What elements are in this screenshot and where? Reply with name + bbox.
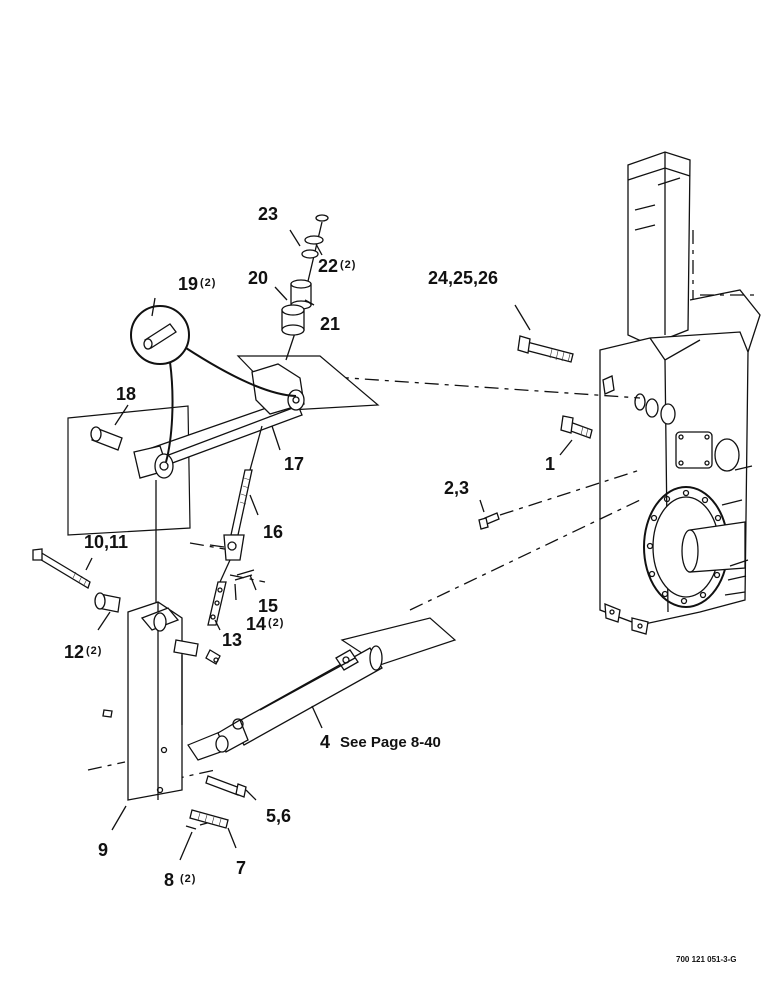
callout-14: 14 bbox=[246, 614, 266, 634]
callout-22: 22 bbox=[318, 256, 338, 276]
callout-17: 17 bbox=[284, 454, 304, 474]
callout-4-note: See Page 8-40 bbox=[340, 734, 441, 751]
callout-9: 9 bbox=[98, 840, 108, 860]
leader-lines bbox=[85, 229, 573, 861]
callout-10-11: 10,11 bbox=[84, 532, 128, 552]
callout-23: 23 bbox=[258, 204, 278, 224]
callout-16: 16 bbox=[263, 522, 283, 542]
callout-14-qty: (2) bbox=[268, 617, 284, 629]
callout-21: 21 bbox=[320, 314, 340, 334]
callout-7: 7 bbox=[236, 858, 246, 878]
callout-24-25-26: 24,25,26 bbox=[428, 268, 498, 288]
hydraulic-cylinder bbox=[187, 617, 457, 761]
callout-18: 18 bbox=[116, 384, 136, 404]
bolt-10-11 bbox=[32, 548, 91, 589]
callout-4: 4 bbox=[320, 732, 330, 752]
bellcrank-shaft bbox=[67, 355, 380, 536]
callout-12-qty: (2) bbox=[86, 645, 102, 657]
callout-1: 1 bbox=[545, 454, 555, 474]
bolt-2-3 bbox=[478, 512, 500, 530]
callout-2-3: 2,3 bbox=[444, 478, 469, 498]
callout-8-qty: (2) bbox=[180, 873, 196, 885]
pin-14-15 bbox=[234, 569, 255, 581]
callouts: 23 22 (2) 19 (2) 20 21 24,25,26 18 17 1 … bbox=[64, 204, 737, 964]
bolt-24-25-26 bbox=[517, 335, 574, 363]
callout-19-qty: (2) bbox=[200, 277, 216, 289]
adjusting-rod bbox=[209, 469, 253, 561]
callout-5-6: 5,6 bbox=[266, 806, 291, 826]
callout-13: 13 bbox=[222, 630, 242, 650]
callout-15: 15 bbox=[258, 596, 278, 616]
drawing-number: 700 121 051-3-G bbox=[676, 955, 737, 964]
callout-8: 8 bbox=[164, 870, 174, 890]
frame-gearbox-assembly bbox=[599, 151, 761, 635]
detail-circle-19 bbox=[130, 305, 297, 463]
callout-22-qty: (2) bbox=[340, 259, 356, 271]
callout-12: 12 bbox=[64, 642, 84, 662]
chain-link-13 bbox=[207, 559, 231, 626]
callout-19: 19 bbox=[178, 274, 198, 294]
bolt-1 bbox=[560, 415, 593, 439]
bushing-stack bbox=[281, 214, 329, 361]
bolt-5-6 bbox=[205, 775, 247, 798]
support-post bbox=[94, 480, 221, 801]
alignment-lines bbox=[87, 374, 641, 826]
pin-7 bbox=[185, 809, 229, 830]
callout-20: 20 bbox=[248, 268, 268, 288]
